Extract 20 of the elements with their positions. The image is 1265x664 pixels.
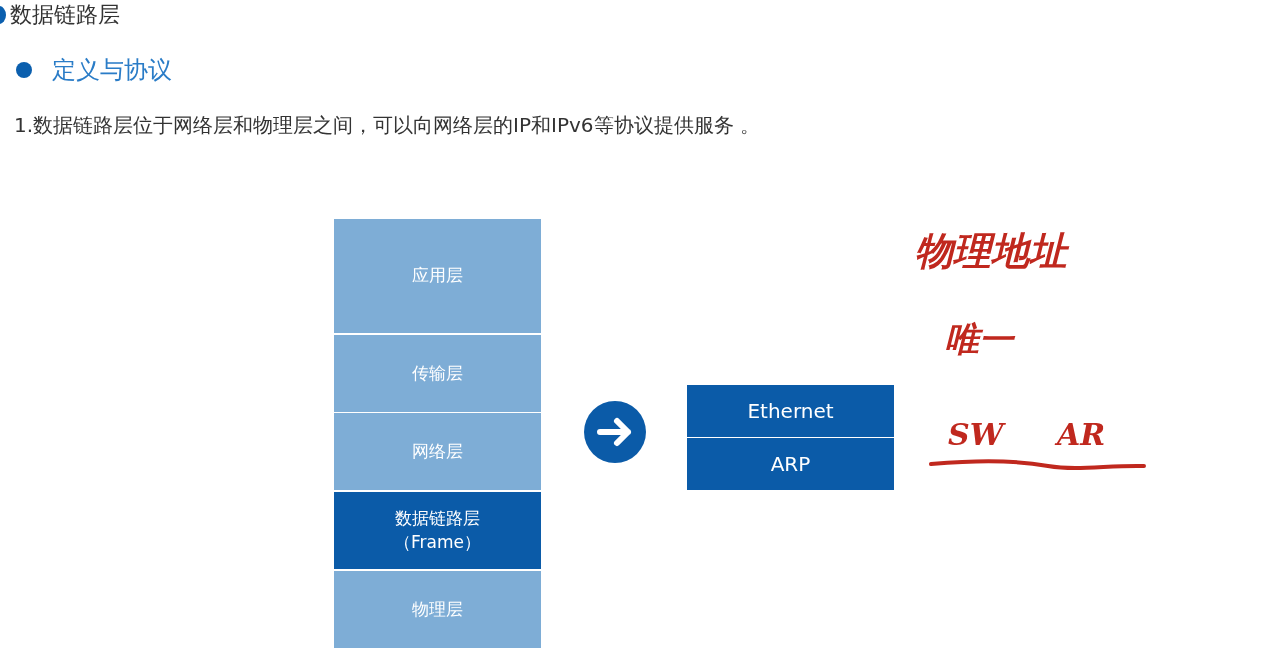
protocol-box (687, 385, 894, 437)
title: 数据链路层 (10, 1, 120, 29)
layer-box (334, 571, 541, 648)
layer-box (334, 413, 541, 490)
protocol-box (687, 438, 894, 490)
handwritten-note: SW (948, 420, 1004, 450)
layer-box (334, 335, 541, 412)
layer-label: 应用层 (412, 264, 463, 288)
layer-label: 网络层 (412, 439, 463, 463)
layer-label: 传输层 (412, 361, 463, 385)
arrow-circle-icon (584, 401, 646, 463)
layer-label: （Frame） (394, 530, 481, 554)
paragraph: 1.数据链路层位于网络层和物理层之间，可以向网络层的IP和IPv6等协议提供服务 。 (14, 112, 760, 139)
subheading: 定义与协议 (52, 55, 172, 86)
layer-label: Ethernet (747, 398, 834, 425)
layer-label: ARP (770, 451, 811, 478)
layer-label: 物理层 (412, 597, 463, 621)
layer-label: 数据链路层 (395, 506, 480, 530)
layer-box (334, 219, 541, 333)
layer-box (334, 492, 541, 569)
